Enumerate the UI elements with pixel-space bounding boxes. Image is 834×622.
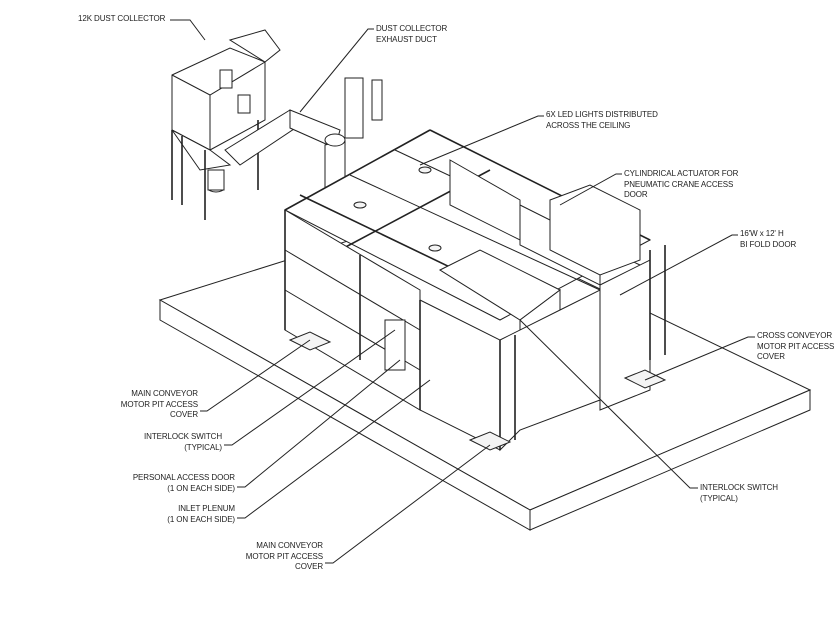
label-inlet-plenum: INLET PLENUM(1 ON EACH SIDE): [167, 504, 235, 524]
leader-lines: [170, 19, 755, 564]
dust-collector: [171, 29, 281, 220]
label-interlock-switch-left: INTERLOCK SWITCH(TYPICAL): [144, 432, 222, 452]
booth-structure: [283, 129, 667, 452]
label-dust-collector: 12K DUST COLLECTOR: [78, 14, 166, 23]
label-personal-access-door: PERSONAL ACCESS DOOR(1 ON EACH SIDE): [132, 473, 235, 493]
label-interlock-switch-right: INTERLOCK SWITCH(TYPICAL): [700, 483, 778, 503]
exhaust-duct: [224, 77, 383, 191]
